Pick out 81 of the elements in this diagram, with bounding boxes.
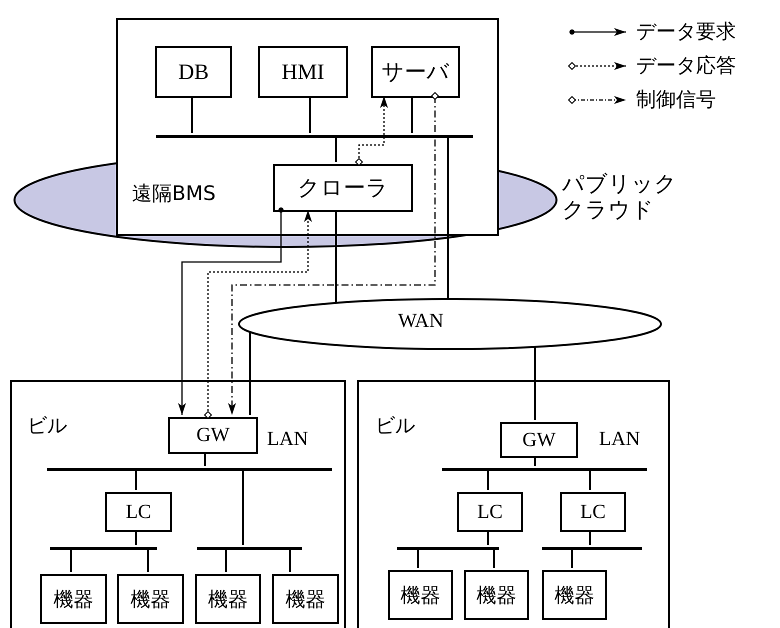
network-line bbox=[249, 332, 251, 415]
node-label: 遠隔BMS bbox=[132, 180, 216, 207]
network-line bbox=[70, 548, 72, 572]
network-line bbox=[204, 452, 206, 466]
arrow bbox=[204, 210, 312, 419]
arrow bbox=[228, 92, 439, 415]
bus-line bbox=[47, 468, 332, 471]
device-box bbox=[40, 574, 107, 624]
node-label: LC bbox=[477, 500, 503, 524]
network-line bbox=[534, 346, 536, 420]
network-line bbox=[135, 469, 137, 490]
network-line bbox=[225, 548, 227, 572]
node-label: クローラ bbox=[298, 175, 388, 203]
node-label: ビル bbox=[27, 412, 67, 439]
network-line bbox=[487, 530, 489, 545]
system-frame bbox=[116, 18, 499, 236]
legend-text: データ応答 bbox=[636, 52, 736, 79]
device-box bbox=[464, 570, 529, 620]
process-box bbox=[371, 46, 460, 98]
node-label: LC bbox=[580, 500, 606, 524]
network-line bbox=[335, 136, 337, 162]
process-box bbox=[258, 46, 348, 98]
network-line bbox=[534, 456, 536, 466]
device-box bbox=[388, 570, 453, 620]
network-line bbox=[571, 548, 573, 568]
node-label: サーバ bbox=[382, 59, 450, 87]
controller-box bbox=[105, 492, 172, 532]
gateway-box bbox=[168, 417, 258, 454]
node-label: 機器 bbox=[400, 582, 440, 608]
node-label: LAN bbox=[599, 428, 640, 451]
bus-line bbox=[156, 135, 473, 138]
process-box bbox=[273, 164, 413, 212]
bus-line bbox=[397, 547, 499, 550]
bus-line bbox=[50, 547, 157, 550]
network-line bbox=[411, 96, 413, 133]
bus-line bbox=[542, 547, 642, 550]
network-line bbox=[191, 96, 193, 133]
node-label: LAN bbox=[267, 428, 308, 451]
process-box bbox=[155, 46, 232, 98]
network-line bbox=[242, 469, 244, 545]
network-line bbox=[335, 210, 337, 303]
controller-box bbox=[560, 492, 626, 532]
network-line bbox=[447, 136, 449, 299]
node-label: 機器 bbox=[208, 586, 248, 612]
node-label: DB bbox=[178, 59, 209, 85]
bus-line bbox=[197, 547, 302, 550]
region-label: パブリッククラウド bbox=[562, 172, 677, 224]
network-line bbox=[417, 548, 419, 568]
node-label: WAN bbox=[398, 310, 444, 333]
legend-text: 制御信号 bbox=[636, 86, 716, 113]
node-label: ビル bbox=[375, 412, 415, 439]
bus-line bbox=[442, 468, 647, 471]
node-label: LC bbox=[126, 500, 152, 524]
network-line bbox=[493, 548, 495, 568]
network-line bbox=[487, 469, 489, 490]
network-line bbox=[289, 548, 291, 572]
legend-text: データ要求 bbox=[636, 18, 736, 45]
node-label: 機器 bbox=[130, 586, 170, 612]
network-line bbox=[135, 530, 137, 545]
network-line bbox=[309, 96, 311, 133]
gateway-box bbox=[500, 422, 578, 458]
node-label: GW bbox=[196, 424, 230, 447]
network-line bbox=[147, 548, 149, 572]
node-label: HMI bbox=[282, 59, 324, 85]
node-label: 機器 bbox=[286, 586, 326, 612]
network-ellipse bbox=[238, 298, 662, 350]
building-frame bbox=[357, 380, 670, 628]
device-box bbox=[542, 570, 607, 620]
node-label: 機器 bbox=[54, 586, 94, 612]
arrow bbox=[178, 207, 284, 415]
device-box bbox=[117, 574, 184, 624]
node-label: GW bbox=[522, 428, 556, 452]
network-line bbox=[589, 469, 591, 490]
network-line bbox=[589, 530, 591, 545]
building-frame bbox=[10, 380, 346, 628]
arrow bbox=[355, 96, 388, 166]
node-label: 機器 bbox=[554, 582, 594, 608]
controller-box bbox=[457, 492, 523, 532]
device-box bbox=[272, 574, 339, 624]
node-label: 機器 bbox=[476, 582, 516, 608]
device-box bbox=[195, 574, 261, 624]
